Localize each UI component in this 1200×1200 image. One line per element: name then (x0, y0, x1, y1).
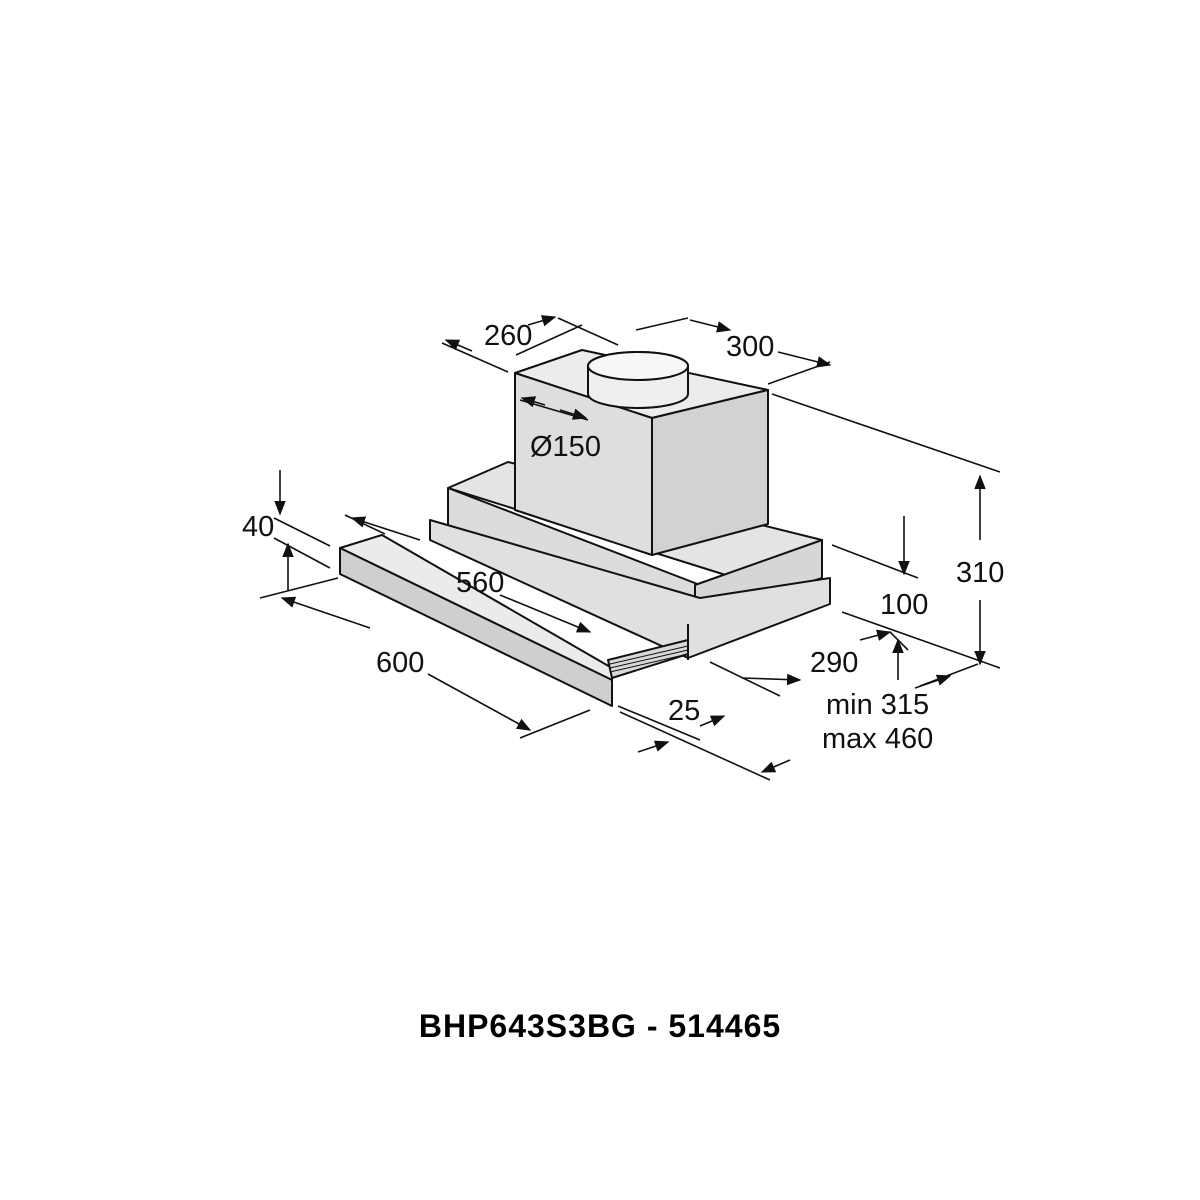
dimension-labels: 260 300 Ø150 40 560 310 100 600 290 25 m… (242, 320, 1004, 755)
dim-600: 600 (376, 647, 424, 679)
dim-40: 40 (242, 511, 274, 543)
dimension-lines (259, 315, 1001, 781)
duct-collar-rim (587, 351, 689, 381)
duct-collar (587, 351, 689, 409)
telescopic-panel (339, 534, 689, 707)
dim-560: 560 (456, 567, 504, 599)
dim-290: 290 (810, 647, 858, 679)
housing-lower-tray (429, 519, 831, 659)
motor-box (514, 349, 769, 556)
motor-box-right (651, 389, 769, 556)
dim-diameter-150: Ø150 (530, 431, 601, 463)
dim-100: 100 (880, 589, 928, 621)
dim-min-315: min 315 (826, 689, 929, 721)
dim-300: 300 (726, 331, 774, 363)
dim-260: 260 (484, 320, 532, 352)
dim-310: 310 (956, 557, 1004, 589)
dim-max-460: max 460 (822, 723, 933, 755)
dim-25: 25 (668, 695, 700, 727)
model-caption: BHP643S3BG - 514465 (418, 1008, 782, 1044)
panel-front-face (339, 547, 613, 707)
